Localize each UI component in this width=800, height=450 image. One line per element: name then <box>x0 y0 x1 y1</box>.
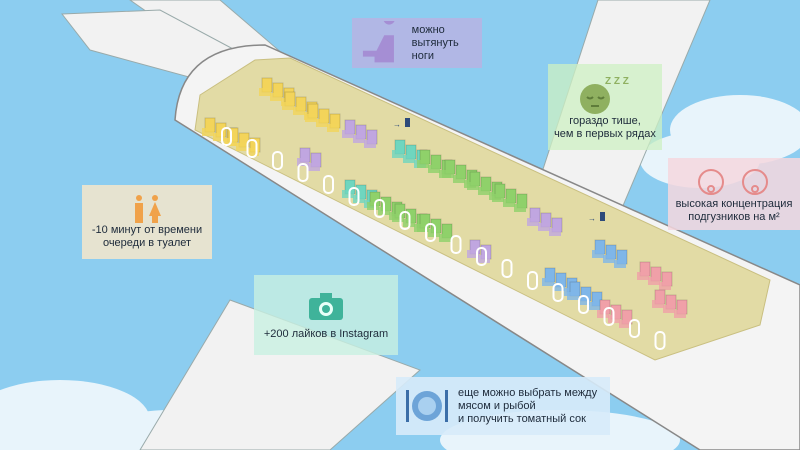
camera-icon <box>309 292 343 320</box>
seat <box>589 291 603 310</box>
legroom-text: можно вытянуть ноги <box>411 23 459 62</box>
window <box>603 307 615 326</box>
seat <box>342 119 356 138</box>
seat <box>549 217 563 236</box>
seat <box>316 108 330 127</box>
seat <box>478 176 492 195</box>
window <box>476 247 487 266</box>
seat <box>439 223 453 242</box>
instagram-text: +200 лайков в Instagram <box>263 327 389 340</box>
seat <box>637 261 651 280</box>
seat <box>578 286 592 305</box>
seat <box>553 272 567 291</box>
seat <box>403 144 417 163</box>
legroom-card: можно вытянуть ноги <box>352 18 482 68</box>
window <box>399 211 411 230</box>
window <box>297 163 309 182</box>
seat <box>247 137 261 156</box>
plate-cutlery-icon <box>406 390 448 422</box>
seat <box>442 159 456 178</box>
window <box>348 187 360 206</box>
seat <box>297 147 311 166</box>
instagram-card: +200 лайков в Instagram <box>254 275 398 355</box>
seat <box>467 171 481 190</box>
seat <box>567 281 581 300</box>
seat <box>270 82 284 101</box>
seat <box>592 239 606 258</box>
seat <box>603 244 617 263</box>
seat <box>652 289 666 308</box>
window <box>221 127 232 146</box>
seat <box>467 239 481 258</box>
seat <box>364 129 378 148</box>
seat <box>659 271 673 290</box>
meal-text: еще можно выбрать между мясом и рыбой и … <box>458 386 598 425</box>
toilet-people-icon <box>135 195 161 223</box>
toilet-text: -10 минут от времени очереди в туалет <box>91 224 203 249</box>
window <box>374 199 385 218</box>
seat <box>282 91 296 110</box>
seat <box>202 117 216 136</box>
seat <box>259 77 273 96</box>
window <box>246 139 258 158</box>
windows <box>221 127 666 350</box>
seat <box>428 154 442 173</box>
seat <box>538 212 552 231</box>
window <box>425 223 436 242</box>
svg-text:→: → <box>393 120 401 129</box>
seat <box>648 266 662 285</box>
seat <box>503 188 517 207</box>
seat <box>327 113 341 132</box>
svg-text:→: → <box>588 214 596 223</box>
window <box>501 259 513 278</box>
baby-face-icon <box>698 169 768 195</box>
window <box>654 331 666 350</box>
zzz-label: Z Z Z <box>605 76 629 87</box>
seat <box>492 183 506 202</box>
seat <box>293 96 307 115</box>
window <box>578 295 589 314</box>
window <box>629 319 640 338</box>
seat <box>674 299 688 318</box>
seat <box>305 103 319 122</box>
window <box>323 175 334 194</box>
babies-text: высокая концентрация подгузников на м² <box>675 198 793 223</box>
meal-card: еще можно выбрать между мясом и рыбой и … <box>396 377 610 435</box>
cabin-floor <box>194 57 771 361</box>
seat <box>392 139 406 158</box>
seat <box>619 309 633 328</box>
seat <box>663 294 677 313</box>
seat <box>542 267 556 286</box>
window <box>527 271 538 290</box>
quiet-text: гораздо тише, чем в первых рядах <box>554 115 656 140</box>
seat <box>527 207 541 226</box>
seat <box>353 124 367 143</box>
window <box>450 235 462 254</box>
window <box>552 283 564 302</box>
quiet-card: Z Z Z гораздо тише, чем в первых рядах <box>548 64 662 150</box>
sleeping-face-icon: Z Z Z <box>580 76 629 114</box>
seat <box>308 152 322 171</box>
sitting-person-icon <box>362 20 395 62</box>
seat <box>614 249 628 268</box>
toilet-card: -10 минут от времени очереди в туалет <box>82 185 212 259</box>
window <box>272 151 283 170</box>
exit-sign-icon: →→ <box>393 118 605 223</box>
babies-card: высокая концентрация подгузников на м² <box>668 158 800 230</box>
seat <box>514 193 528 212</box>
seat <box>417 149 431 168</box>
seat <box>453 164 467 183</box>
